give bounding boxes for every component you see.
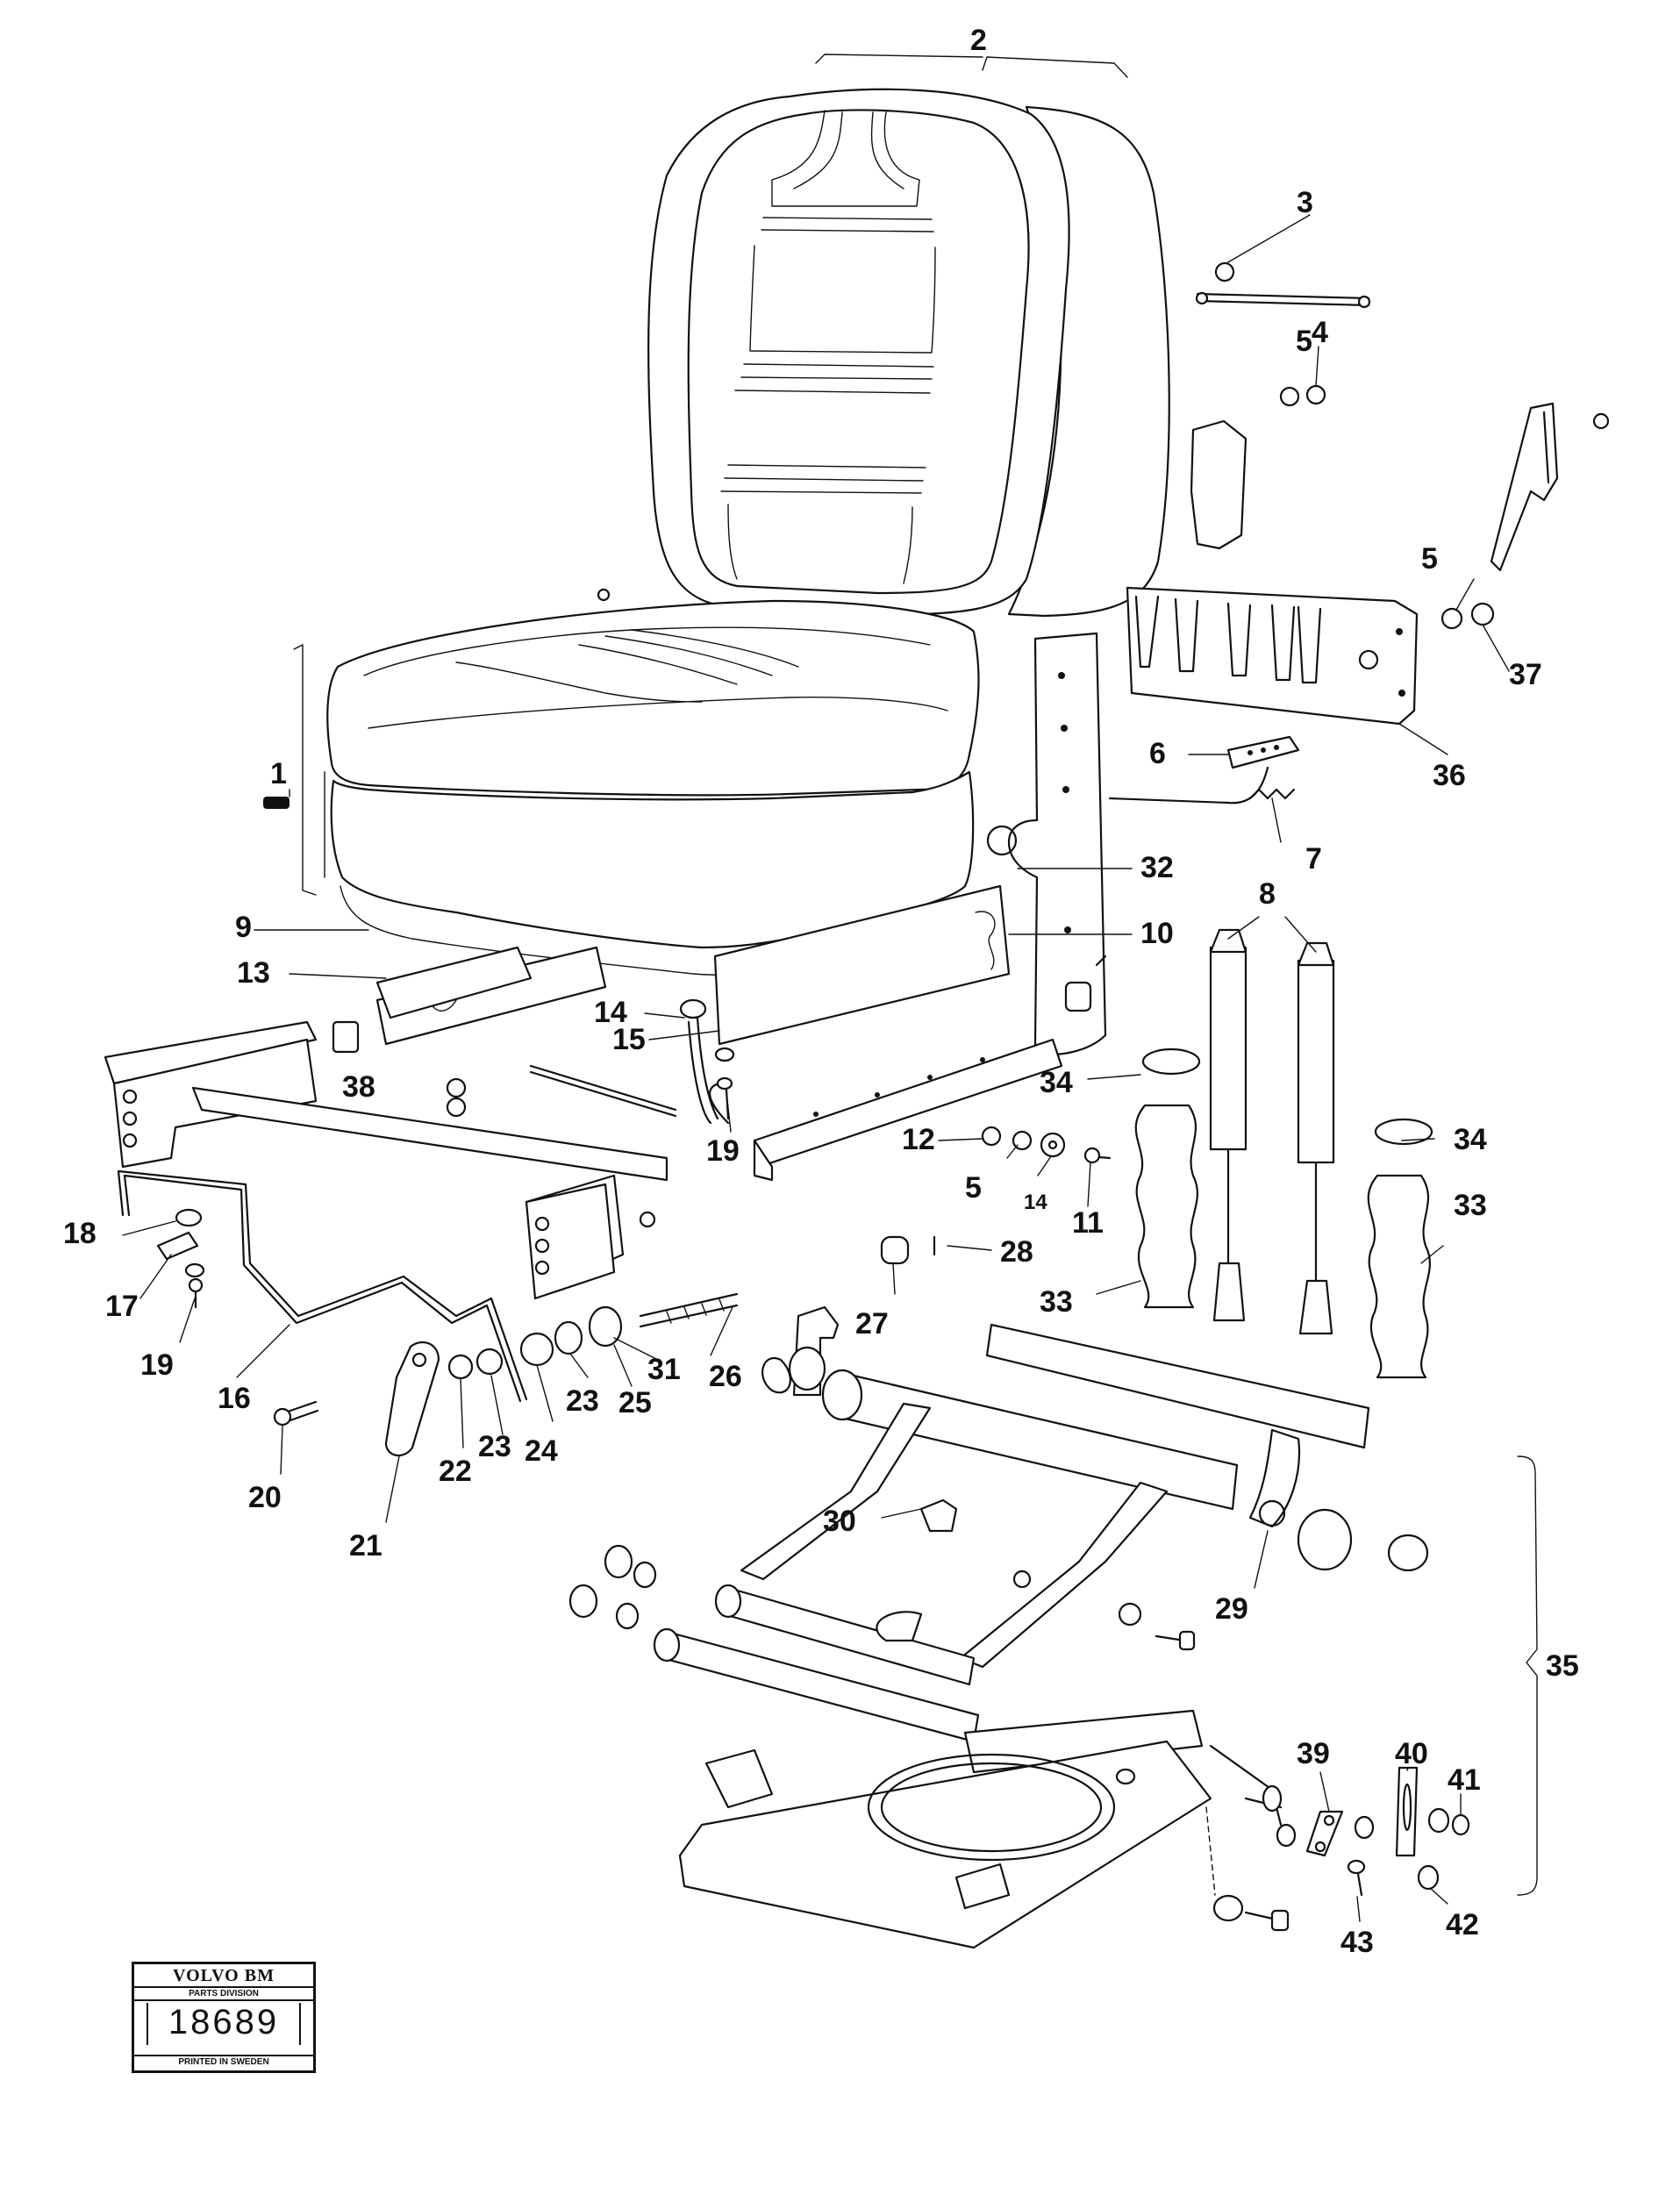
callout-28: 28: [1000, 1235, 1033, 1269]
callout-43: 43: [1340, 1926, 1374, 1959]
callout-14b: 14: [1024, 1191, 1047, 1214]
callout-8: 8: [1259, 877, 1276, 911]
callout-32: 32: [1140, 851, 1174, 884]
hardware-top-part: [263, 261, 1495, 809]
shock-absorber-part: [1134, 928, 1433, 1379]
callout-5b: 5: [1421, 542, 1438, 576]
callout-36: 36: [1433, 759, 1466, 792]
callout-7: 7: [1305, 842, 1322, 876]
rear-bracket-part: [1126, 402, 1610, 726]
callout-2: 2: [970, 24, 987, 57]
stamp-division: PARTS DIVISION: [134, 1986, 313, 2001]
callout-18: 18: [63, 1217, 97, 1250]
backrest-part: [647, 88, 1170, 618]
callout-3: 3: [1297, 186, 1313, 219]
callout-12: 12: [902, 1123, 935, 1156]
stamp-rule-right: [299, 2003, 301, 2045]
lower-frame-left-part: [104, 946, 677, 1300]
callout-11: 11: [1072, 1206, 1104, 1240]
scissor-assembly-part: [568, 1305, 1429, 1949]
callout-13: 13: [237, 956, 270, 990]
stamp-rule-left: [147, 2003, 148, 2045]
callout-19a: 19: [706, 1134, 740, 1168]
callout-15: 15: [612, 1023, 646, 1056]
hardware-left-part: [156, 998, 735, 1309]
callout-34a: 34: [1040, 1066, 1073, 1099]
callout-33a: 33: [1040, 1285, 1073, 1319]
callout-16: 16: [218, 1382, 251, 1415]
hardware-mid-part: [880, 1126, 1112, 1265]
volvo-bm-stamp: VOLVO BM PARTS DIVISION 18689 PRINTED IN…: [132, 1962, 316, 2073]
stamp-number: 18689: [168, 2003, 280, 2041]
callout-33b: 33: [1454, 1189, 1487, 1222]
callout-41: 41: [1448, 1763, 1481, 1797]
adjuster-lever-part: [1108, 735, 1300, 804]
seat-cushion-part: [324, 599, 980, 976]
callout-26: 26: [709, 1360, 742, 1393]
callout-4: 4: [1312, 316, 1328, 349]
callout-10: 10: [1140, 917, 1174, 950]
callout-24: 24: [525, 1434, 558, 1468]
stamp-printed: PRINTED IN SWEDEN: [134, 2055, 313, 2069]
callout-17: 17: [105, 1290, 139, 1323]
callout-23a: 23: [478, 1430, 511, 1463]
callout-29: 29: [1215, 1592, 1248, 1626]
callout-39: 39: [1297, 1737, 1330, 1770]
callout-19b: 19: [140, 1348, 174, 1382]
callout-30: 30: [823, 1505, 856, 1538]
leader-lines: [122, 54, 1538, 1922]
callout-25: 25: [618, 1386, 652, 1419]
callout-1: 1: [270, 757, 287, 790]
callout-labels: 1 2 3 4 5 5 5 6 7 8 9 10 11 12 13 14 14 …: [63, 24, 1579, 1959]
callout-21: 21: [349, 1529, 382, 1562]
callout-38: 38: [342, 1070, 375, 1104]
callout-5a: 5: [1296, 325, 1312, 358]
adjust-assembly-part: [273, 1292, 739, 1457]
callout-42: 42: [1446, 1908, 1479, 1941]
callout-23b: 23: [566, 1384, 599, 1418]
callout-40: 40: [1395, 1737, 1428, 1770]
callout-9: 9: [235, 911, 252, 944]
rod-part: [117, 1169, 528, 1403]
seat-frame-part: [375, 632, 1107, 1182]
callout-31: 31: [647, 1353, 681, 1386]
callout-27: 27: [855, 1307, 889, 1341]
callout-22: 22: [439, 1455, 472, 1488]
callout-5c: 5: [965, 1171, 982, 1205]
callout-20: 20: [248, 1481, 282, 1514]
callout-14a: 14: [594, 996, 627, 1029]
stamp-brand: VOLVO BM: [173, 1966, 275, 1985]
hardware-lower-right-part: [1205, 1766, 1470, 1932]
callout-37: 37: [1509, 658, 1542, 691]
callout-34b: 34: [1454, 1123, 1487, 1156]
callout-6: 6: [1149, 737, 1166, 770]
callout-35: 35: [1546, 1649, 1579, 1683]
